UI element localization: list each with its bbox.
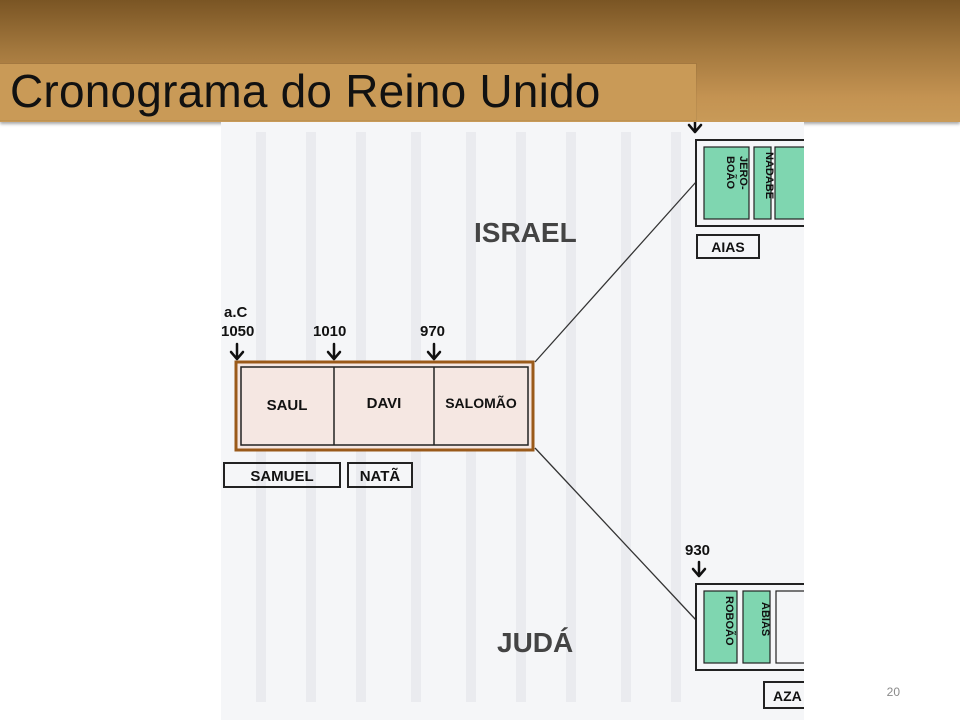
king-jeroboao: JERO- BOÃO	[724, 156, 749, 193]
prophet-samuel-box	[223, 462, 341, 488]
israel-kings-box	[695, 139, 804, 227]
juda-kings-box	[695, 583, 804, 671]
down-arrow-icon	[426, 342, 442, 361]
slide-title: Cronograma do Reino Unido	[10, 65, 601, 117]
prophet-nata: NATÃ	[360, 467, 401, 485]
king-nadabe: NADABE	[763, 152, 775, 199]
prophet-aza: AZA	[773, 688, 802, 704]
line-to-israel	[534, 181, 697, 363]
kingdom-israel: ISRAEL	[474, 217, 577, 248]
year-1050: 1050	[221, 323, 254, 340]
year-970: 970	[420, 323, 445, 340]
down-arrow-icon	[691, 560, 707, 578]
prophet-aza-box	[763, 681, 804, 709]
down-arrow-icon	[326, 342, 342, 361]
king-roboao: ROBOÃO	[723, 596, 736, 646]
year-1010: 1010	[313, 323, 346, 340]
down-arrow-icon	[687, 122, 703, 134]
king-salomao: SALOMÃO	[445, 394, 517, 411]
king-saul: SAUL	[267, 397, 308, 414]
king-jeroboao-line1: JERO-	[737, 156, 749, 190]
era-label: a.C	[224, 304, 248, 321]
kingdom-juda: JUDÁ	[497, 627, 573, 658]
page-number: 20	[886, 685, 900, 699]
line-to-juda	[534, 447, 697, 621]
title-highlight	[0, 64, 696, 120]
timeline-diagram: a.C 1050 1010 970 SAUL DAVI SALOMÃO SAMU…	[221, 122, 804, 709]
down-arrow-icon	[229, 342, 245, 361]
prophet-samuel: SAMUEL	[250, 468, 313, 485]
prophet-aias-box	[696, 234, 760, 259]
king-abias: ABIAS	[759, 602, 771, 636]
diagram-scan: a.C 1050 1010 970 SAUL DAVI SALOMÃO SAMU…	[221, 122, 804, 720]
king-davi: DAVI	[367, 395, 402, 412]
year-930: 930	[685, 542, 710, 559]
prophet-aias: AIAS	[711, 239, 744, 255]
prophet-nata-box	[347, 462, 413, 488]
united-kingdom-box	[234, 360, 535, 452]
king-jeroboao-line2: BOÃO	[724, 156, 737, 189]
